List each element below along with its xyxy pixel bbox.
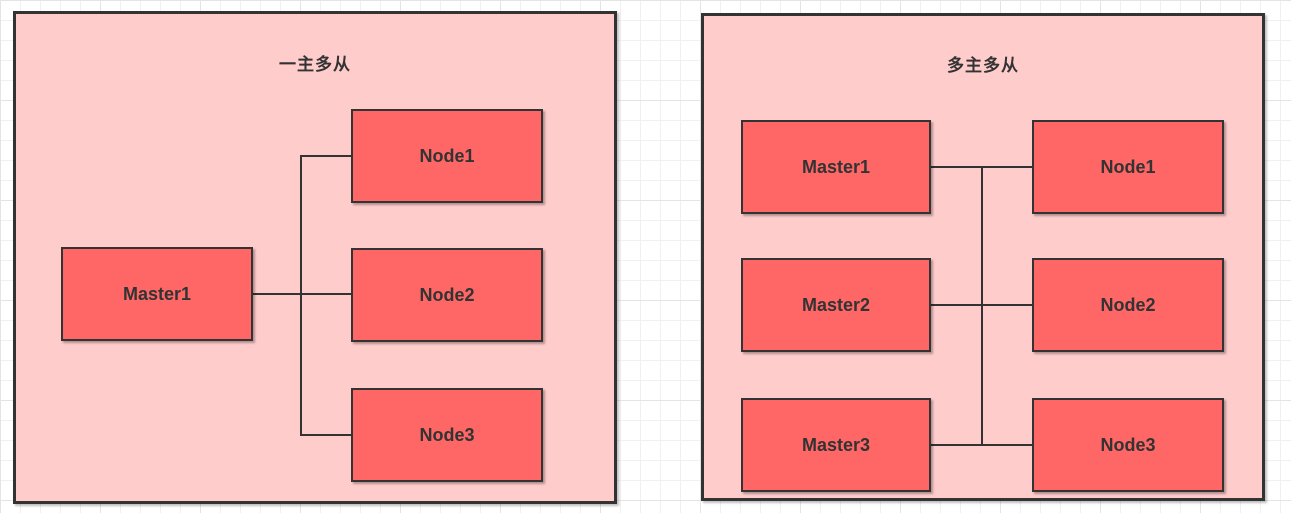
connector-master-to-node2[interactable] <box>253 293 351 295</box>
node-slave2[interactable]: Node2 <box>1032 258 1224 352</box>
node-label: Master2 <box>801 294 871 315</box>
panel-single-master[interactable]: 一主多从 Master1 Node1 Node2 Node3 <box>13 11 617 504</box>
node-slave1[interactable]: Node1 <box>351 109 543 203</box>
node-master1[interactable]: Master1 <box>741 120 931 214</box>
node-label: Node2 <box>419 284 475 305</box>
node-master2[interactable]: Master2 <box>741 258 931 352</box>
node-master1[interactable]: Master1 <box>61 247 253 341</box>
panel-multi-master[interactable]: 多主多从 Master1 Master2 Master3 Node1 Node2… <box>701 13 1265 501</box>
connector-to-node3[interactable] <box>300 434 351 436</box>
connector-vertical-bus[interactable] <box>981 166 983 446</box>
panel-title: 多主多从 <box>947 56 1019 75</box>
connector-to-node1[interactable] <box>300 155 351 157</box>
node-label: Master1 <box>801 156 871 177</box>
node-label: Master1 <box>122 283 192 304</box>
node-slave3[interactable]: Node3 <box>351 388 543 482</box>
node-label: Node3 <box>419 424 475 445</box>
node-slave3[interactable]: Node3 <box>1032 398 1224 492</box>
panel-title: 一主多从 <box>279 55 351 74</box>
node-label: Node1 <box>419 145 475 166</box>
node-master3[interactable]: Master3 <box>741 398 931 492</box>
connector-vertical-bus[interactable] <box>300 155 302 436</box>
node-slave2[interactable]: Node2 <box>351 248 543 342</box>
node-label: Node1 <box>1100 156 1156 177</box>
node-label: Node3 <box>1100 434 1156 455</box>
node-label: Node2 <box>1100 294 1156 315</box>
node-label: Master3 <box>801 434 871 455</box>
node-slave1[interactable]: Node1 <box>1032 120 1224 214</box>
